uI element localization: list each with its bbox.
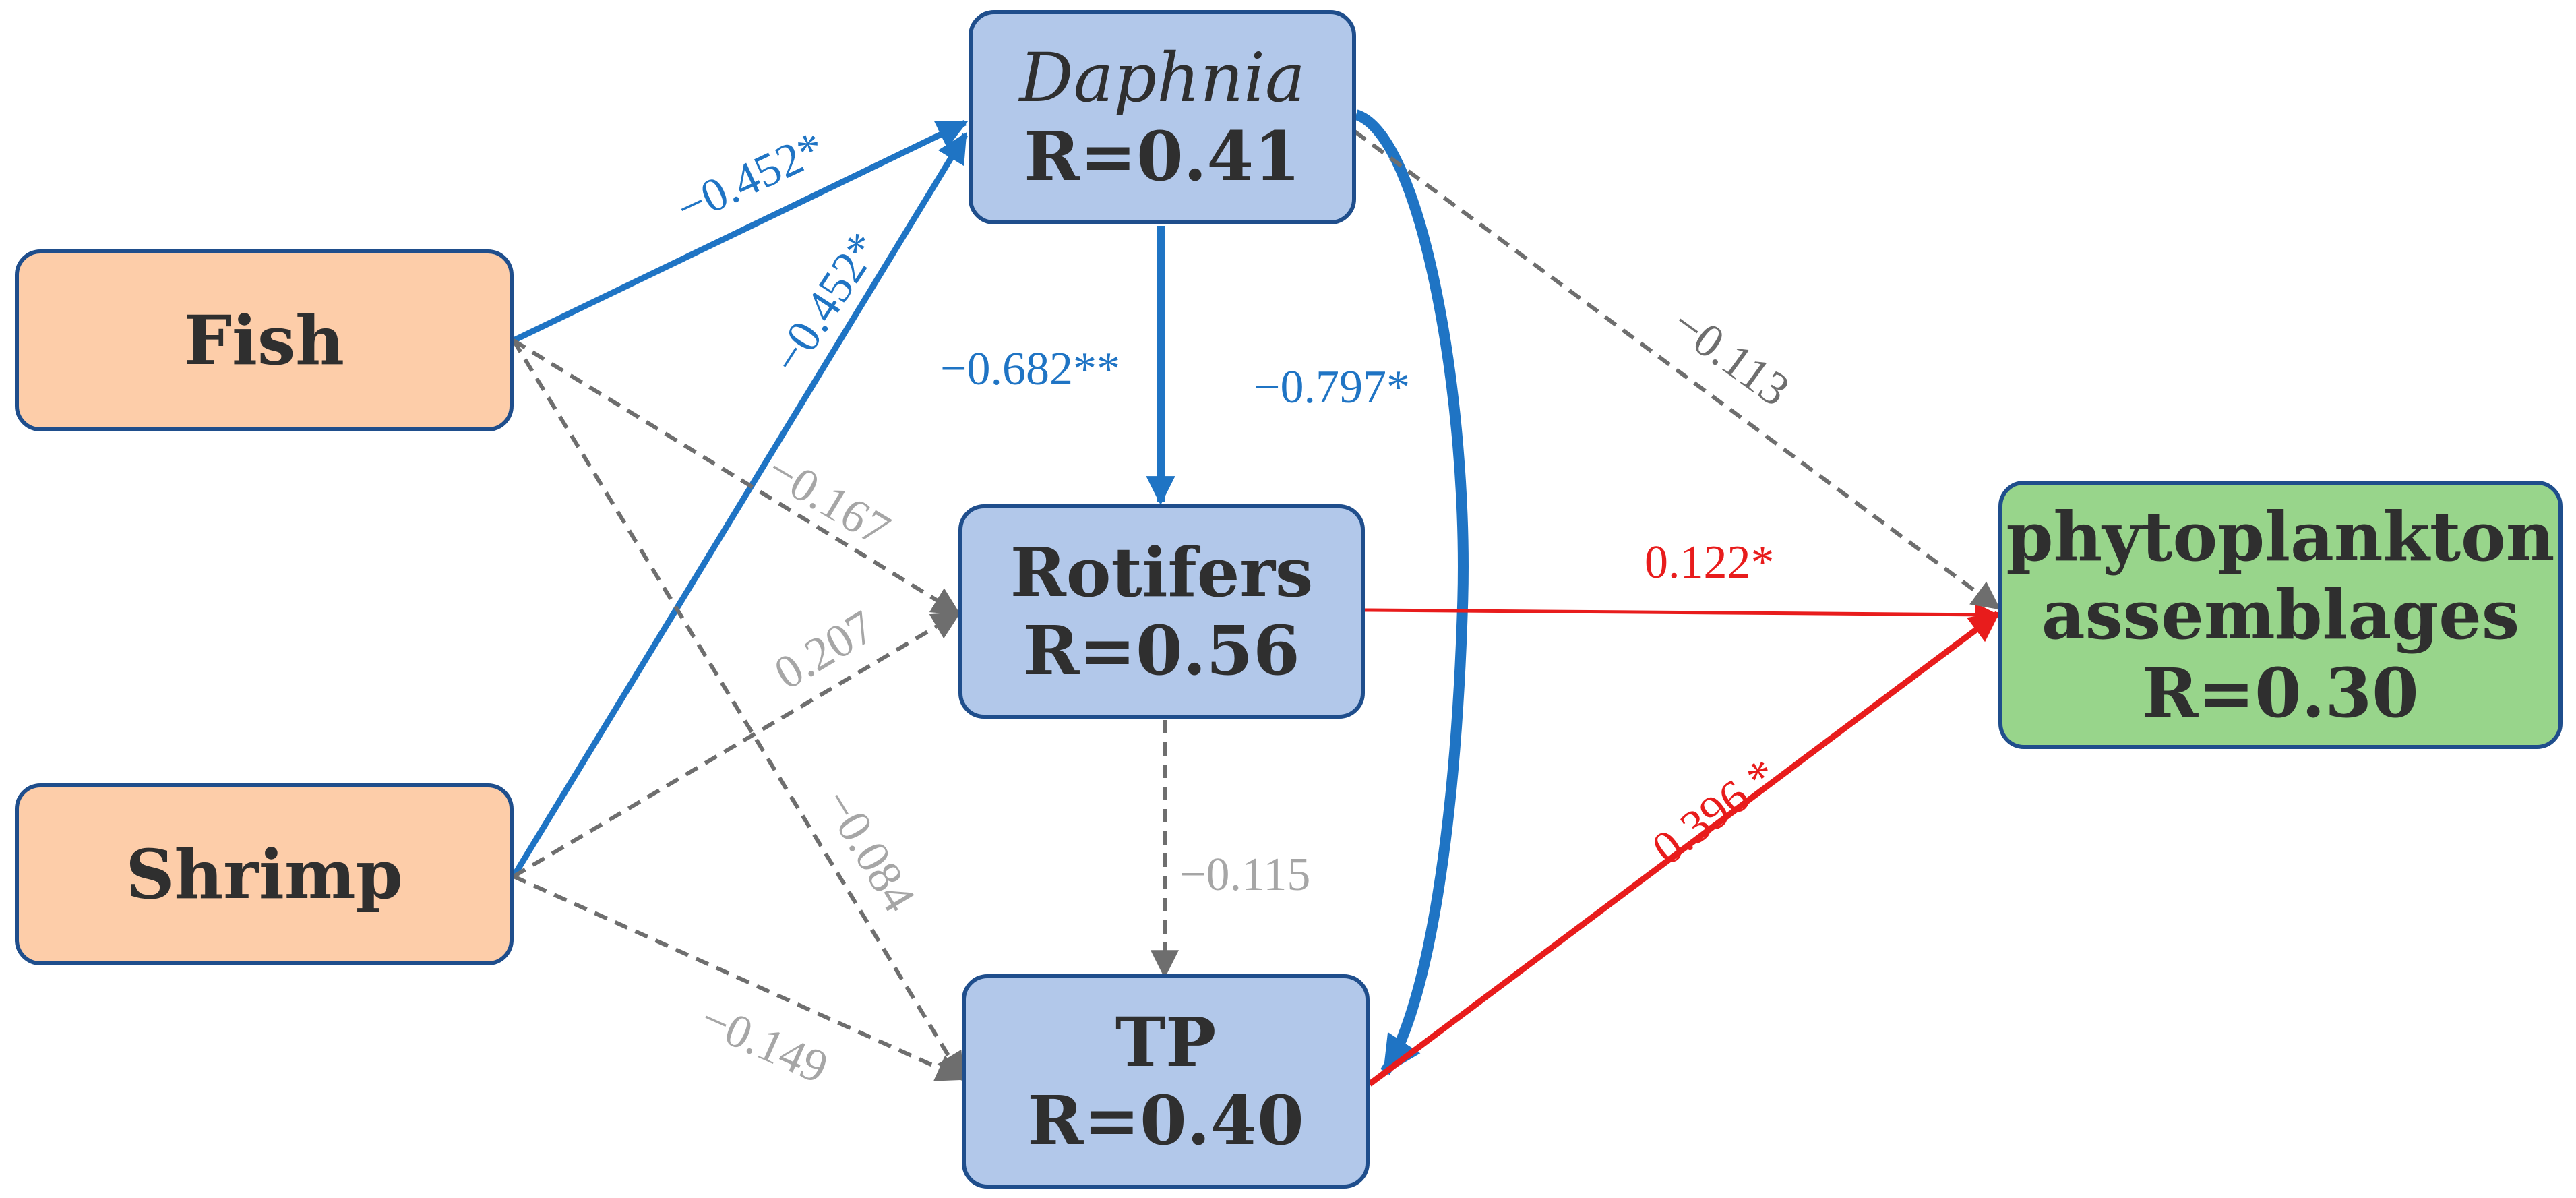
node-tp-label: TP bbox=[1115, 1002, 1217, 1082]
node-tp: TP R=0.40 bbox=[962, 974, 1370, 1189]
node-shrimp-label: Shrimp bbox=[125, 835, 403, 914]
arrow-fish-tp bbox=[512, 339, 964, 1081]
arrow-daphnia-tp bbox=[1354, 109, 1469, 1075]
label-daphnia-tp: −0.797* bbox=[1254, 361, 1410, 413]
node-rotifers: Rotifers R=0.56 bbox=[958, 504, 1365, 719]
node-phyto-r: R=0.30 bbox=[2142, 653, 2419, 733]
label-rotifers-tp: −0.115 bbox=[1179, 849, 1311, 901]
arrow-fish-daphnia bbox=[512, 119, 969, 344]
node-phytoplankton: phytoplankton assemblages R=0.30 bbox=[1998, 481, 2563, 749]
arrow-fish-rotifers bbox=[512, 338, 961, 616]
node-daphnia: Daphnia R=0.41 bbox=[969, 10, 1356, 224]
arrow-shrimp-rotifers bbox=[512, 611, 961, 878]
arrow-shrimp-tp bbox=[512, 874, 965, 1081]
arrow-tp-phyto bbox=[1368, 611, 2000, 1087]
node-daphnia-r: R=0.41 bbox=[1024, 117, 1301, 196]
arrow-shrimp-daphnia bbox=[511, 132, 968, 878]
node-phyto-label-line1: phytoplankton bbox=[2006, 497, 2555, 576]
node-shrimp: Shrimp bbox=[15, 783, 514, 965]
node-fish: Fish bbox=[15, 249, 514, 431]
node-daphnia-label: Daphnia bbox=[1019, 38, 1306, 117]
node-tp-r: R=0.40 bbox=[1027, 1081, 1304, 1160]
node-fish-label: Fish bbox=[184, 301, 344, 380]
label-daphnia-rotifers: −0.682** bbox=[940, 343, 1120, 395]
node-phyto-label-line2: assemblages bbox=[2041, 575, 2520, 655]
arrow-daphnia-phyto bbox=[1353, 129, 2001, 610]
label-rotifers-phyto: 0.122* bbox=[1645, 537, 1775, 589]
arrow-rotifers-phyto bbox=[1364, 603, 1999, 627]
node-rotifers-r: R=0.56 bbox=[1023, 611, 1300, 690]
node-rotifers-label: Rotifers bbox=[1010, 533, 1314, 612]
